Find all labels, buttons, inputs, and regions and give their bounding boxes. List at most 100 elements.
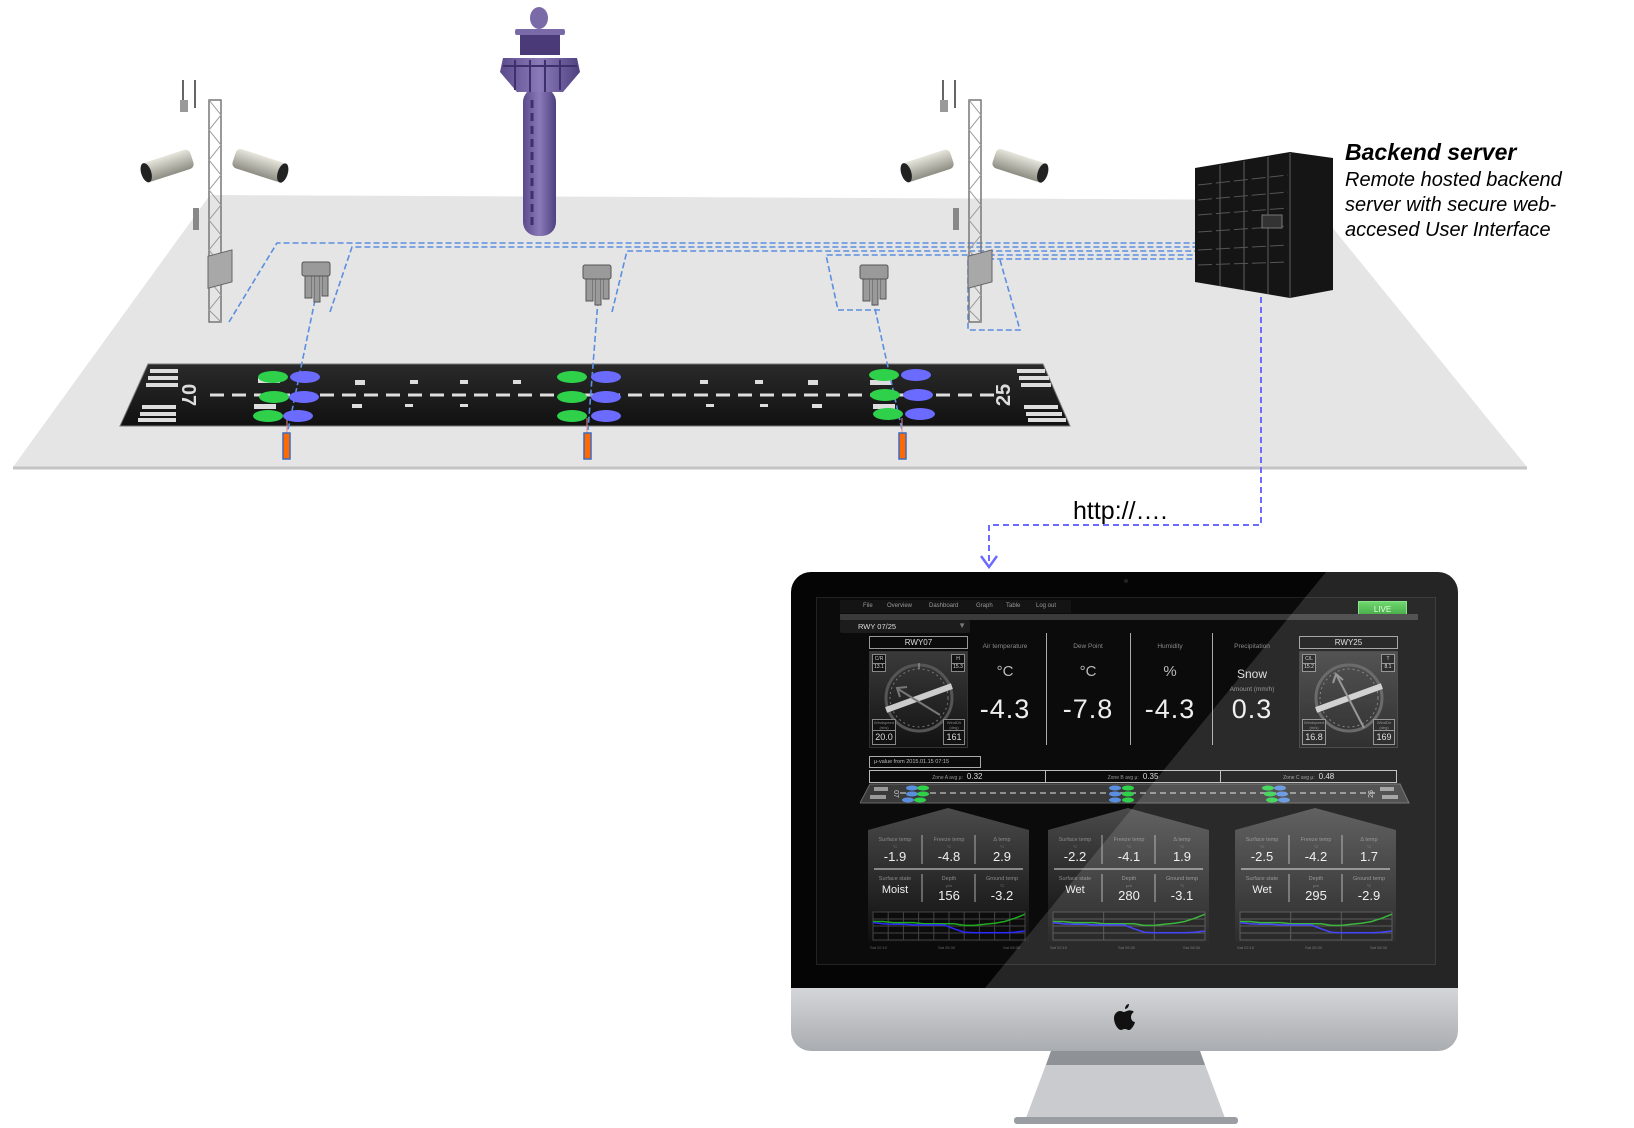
menu-table[interactable]: Table [1006, 603, 1021, 609]
backend-server-icon [1195, 152, 1333, 298]
menu-file[interactable]: File [863, 603, 873, 609]
ground-temp-value: -3.1 [1170, 888, 1194, 903]
runway-select-value: RWY 07/25 [858, 622, 897, 631]
ground-probe-markers [282, 432, 907, 460]
unit-label: °C [1179, 844, 1185, 849]
rwy25-winddir-value: 169 [1376, 732, 1392, 742]
zone-b-label: Zone B avg μ: [1107, 775, 1139, 781]
zone-bar: Zone A avg μ:0.32 Zone B avg μ:0.35 Zone… [869, 770, 1397, 783]
chart-x-tick-label: Sat 08:30 [1183, 945, 1201, 950]
surface-temp-label: Surface temp [1058, 837, 1092, 843]
wind-compass-icon [884, 663, 954, 733]
precipitation-amount-label: Amount (mm/h) [1229, 686, 1275, 693]
uplink-line [988, 297, 1262, 562]
rwy07-label: RWY07 [869, 636, 968, 649]
rwy25-windspeed-value: 16.8 [1305, 732, 1323, 742]
ground-temp-label: Ground temp [1165, 876, 1199, 882]
rwy25-t-label: T [1382, 655, 1394, 664]
delta-temp-value: 1.7 [1359, 849, 1379, 864]
delta-temp-label: Δ temp [1173, 837, 1191, 843]
unit-label: °C [946, 844, 952, 849]
divider [1130, 633, 1131, 745]
mini-runway-number-07: 07 [892, 790, 899, 798]
zone-card-shape [868, 808, 1029, 942]
menu-dashboard[interactable]: Dashboard [929, 603, 959, 609]
surface-state-label: Surface state [878, 876, 912, 882]
apple-logo-icon [1114, 1004, 1135, 1030]
zone-b: Zone B avg μ:0.35 [1046, 771, 1222, 782]
unit-label: °C [999, 883, 1005, 888]
surface-temp-value: -2.5 [1250, 849, 1274, 864]
zone-a-value: 0.32 [966, 772, 983, 781]
chart-x-tick-label: Sat 08:30 [1370, 945, 1388, 950]
chart-x-tick-label: Sat 05:30 [1118, 945, 1136, 950]
zone-c-label: Zone C avg μ: [1283, 775, 1315, 781]
mu-value-timestamp: μ-value from 2015.01.15 07:15 [869, 756, 981, 768]
zone-card-frame [868, 808, 1029, 942]
trend-line-blue [872, 921, 1026, 934]
menu-graph[interactable]: Graph [976, 603, 993, 609]
control-tower-icon [500, 7, 580, 236]
unit-label: °C [1179, 883, 1185, 888]
depth-value: 295 [1305, 888, 1327, 903]
sensor-network-lines [228, 242, 1200, 431]
surface-state-value: Wet [1065, 884, 1085, 896]
menu-overview[interactable]: Overview [887, 603, 913, 609]
rwy25-label: RWY25 [1299, 636, 1398, 649]
runway-select[interactable]: RWY 07/25 ▼ [840, 620, 970, 633]
surface-temp-label: Surface temp [878, 837, 912, 843]
runway-sensor-leads [286, 418, 903, 433]
backend-server-title: Backend server [1345, 139, 1517, 165]
backend-server-description-line: server with secure web- [1345, 194, 1557, 216]
monitor-chin [791, 988, 1458, 1051]
precipitation-type: Snow [1236, 667, 1268, 681]
menu-logout[interactable]: Log out [1036, 603, 1057, 609]
zone-card-shape [1235, 808, 1396, 942]
chevron-down-icon: ▼ [958, 621, 966, 630]
wind-compass-icon [1314, 663, 1384, 733]
surface-state-value: Wet [1252, 884, 1272, 896]
freeze-temp-label: Freeze temp [1113, 837, 1145, 843]
backend-server-description-line: Remote hosted backend [1345, 169, 1562, 191]
arrow-down-icon [979, 555, 999, 570]
surface-state-label: Surface state [1058, 876, 1092, 882]
dew-point-label: Dew Point [1073, 643, 1103, 650]
zone-a: Zone A avg μ:0.32 [870, 771, 1046, 782]
air-temperature-value: -4.3 [979, 694, 1031, 724]
rwy07-winddir-label: WindDir (deg) [944, 720, 964, 731]
air-temperature-label: Air temperature [982, 643, 1028, 650]
rwy25-winddir-label: WindDir (deg) [1374, 720, 1394, 731]
chart-x-tick-label: Sat 08:30 [1003, 945, 1021, 950]
unit-label: °C [1313, 844, 1319, 849]
zone-c: Zone C avg μ:0.48 [1221, 771, 1396, 782]
zone-a-label: Zone A avg μ: [932, 775, 963, 781]
delta-temp-label: Δ temp [1360, 837, 1378, 843]
freeze-temp-value: -4.1 [1117, 849, 1141, 864]
rwy07-windspeed-label: Windspeed (m/s) [873, 720, 895, 731]
precipitation-amount-value: 0.3 [1231, 694, 1273, 724]
mini-runway-number-25: 25 [1368, 790, 1375, 798]
sensor-housing-icon [301, 261, 889, 306]
runway-number-25: 25 [993, 384, 1015, 406]
rwy07-h-value: 15.3 [953, 664, 963, 670]
rwy25-windspeed-label: Windspeed (m/s) [1303, 720, 1325, 731]
chart-x-tick-label: Sat 02:10 [870, 945, 888, 950]
rwy07-windspeed-value: 20.0 [875, 732, 893, 742]
depth-value: 280 [1118, 888, 1140, 903]
divider [1046, 633, 1047, 745]
humidity-label: Humidity [1157, 643, 1183, 650]
chart-x-tick-label: Sat 02:10 [1050, 945, 1068, 950]
chart-x-tick-label: Sat 05:30 [938, 945, 956, 950]
freeze-temp-value: -4.2 [1304, 849, 1328, 864]
zone-c-value: 0.48 [1318, 772, 1335, 781]
precipitation-label: Precipitation [1234, 643, 1270, 650]
unit-label: μm [1313, 883, 1319, 888]
surface-state-value: Moist [881, 884, 909, 896]
ground-temp-value: -2.9 [1357, 888, 1381, 903]
unit-label: °C [1072, 844, 1078, 849]
surface-state-label: Surface state [1245, 876, 1279, 882]
trend-line-green [1053, 913, 1206, 927]
